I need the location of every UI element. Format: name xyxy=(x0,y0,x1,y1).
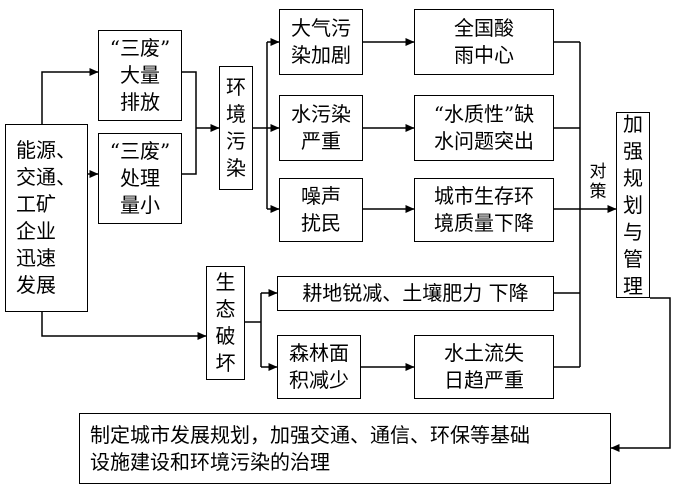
final-text: 制定城市发展规划，加强交通、通信、环保等基础 设施建设和环境污染的治理 xyxy=(90,422,530,474)
noise-box: 噪声 扰民 xyxy=(279,178,363,242)
air-pollution-box: 大气污 染加剧 xyxy=(279,9,363,75)
water-pollution-text: 水污染 严重 xyxy=(291,102,351,153)
soil-erosion-text: 水土流失 日趋严重 xyxy=(444,341,524,392)
countermeasure-label: 对 策 xyxy=(589,162,607,202)
waste-emission-text: “三废” 大量 排放 xyxy=(109,36,171,114)
soil-erosion-box: 水土流失 日趋严重 xyxy=(414,335,554,399)
planning-text: 加 强 规 划 与 管 理 xyxy=(623,111,643,298)
env-pollution-text: 环 境 污 染 xyxy=(226,75,246,180)
city-env-box: 城市生存环 境质量下降 xyxy=(414,178,554,242)
farmland-box: 耕地锐减、土壤肥力 下降 xyxy=(277,276,554,311)
waste-treatment-text: “三废” 处理 量小 xyxy=(109,139,171,217)
city-env-text: 城市生存环 境质量下降 xyxy=(434,184,534,235)
waste-treatment-box: “三废” 处理 量小 xyxy=(98,133,182,224)
water-pollution-box: 水污染 严重 xyxy=(279,95,363,161)
eco-damage-box: 生 态 破 坏 xyxy=(206,266,245,380)
acid-rain-box: 全国酸 雨中心 xyxy=(414,9,554,75)
water-quality-box: “水质性”缺 水问题突出 xyxy=(414,95,554,161)
origin-box: 能源、 交通、 工矿 企业 迅速 发展 xyxy=(5,124,88,312)
waste-emission-box: “三废” 大量 排放 xyxy=(98,30,182,121)
eco-damage-text: 生 态 破 坏 xyxy=(215,270,236,375)
arrow-origin-to-emission xyxy=(41,68,99,124)
env-pollution-box: 环 境 污 染 xyxy=(219,66,253,190)
forest-text: 森林面 积减少 xyxy=(289,341,349,392)
arrow-origin-to-eco xyxy=(41,312,207,340)
acid-rain-text: 全国酸 雨中心 xyxy=(454,16,514,67)
farmland-text: 耕地锐减、土壤肥力 下降 xyxy=(302,281,529,305)
origin-text: 能源、 交通、 工矿 企业 迅速 发展 xyxy=(16,138,76,297)
final-box: 制定城市发展规划，加强交通、通信、环保等基础 设施建设和环境污染的治理 xyxy=(79,413,611,484)
planning-box: 加 强 规 划 与 管 理 xyxy=(616,112,650,298)
noise-text: 噪声 扰民 xyxy=(301,184,341,235)
line-treatment-to-bracket xyxy=(182,128,197,175)
line-emission-to-bracket xyxy=(182,71,197,128)
water-quality-text: “水质性”缺 水问题突出 xyxy=(433,102,535,153)
arrow-planning-to-final xyxy=(610,297,671,452)
air-pollution-text: 大气污 染加剧 xyxy=(291,16,351,67)
forest-box: 森林面 积减少 xyxy=(277,335,361,399)
